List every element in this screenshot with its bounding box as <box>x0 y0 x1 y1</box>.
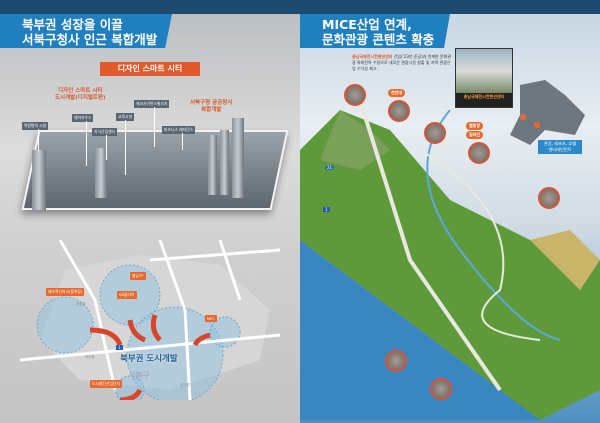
map-title: 북부권 도시개발 <box>120 354 178 364</box>
map-tag: 도시첨단산업단지 <box>90 380 122 388</box>
text: 복합개발 <box>201 107 222 113</box>
text: 엔터테인먼트 <box>548 147 572 152</box>
location-dot <box>534 122 540 128</box>
place-label: 성거읍 <box>180 383 190 387</box>
city-model-image <box>21 130 289 210</box>
top-band <box>0 0 300 14</box>
attraction-photo <box>430 378 452 400</box>
left-title: 북부권 성장을 이끌 서북구청사 인근 복합개발 <box>0 14 172 48</box>
facility-tag: 복합편의 시설 <box>22 122 49 130</box>
place-label: 직산읍 <box>85 355 95 359</box>
highlight-office: 서북구청 공공청사 복합개발 <box>190 100 232 114</box>
text: 디자인 스마트 시티 <box>58 88 103 94</box>
desc-text: 건립('23년 준공)과 연계한 문화관광 특화전략 수립으로 새로운 관광시장… <box>352 54 452 71</box>
map-tag: 충남TP <box>130 272 146 280</box>
title-line: 북부권 성장을 이끌 <box>22 17 123 32</box>
convention-center-photo: 충남국제전시컨벤션센터 <box>455 48 513 108</box>
regional-map <box>20 240 280 400</box>
attraction-photo <box>424 122 446 144</box>
region-label: 관광, 레포츠, 호텔 엔터테인먼트 <box>538 140 582 154</box>
button-cheonan: 천안대 <box>388 89 406 97</box>
zone-circle <box>126 306 224 400</box>
roads <box>20 240 280 400</box>
right-panel: MICE산업 연계, 문화관광 콘텐츠 확충 충남국제전시컨벤션센터 건립('2… <box>300 0 600 423</box>
attraction-photo <box>385 350 407 372</box>
description: 충남국제전시컨벤션센터 건립('23년 준공)과 연계한 문화관광 특화전략 수… <box>352 54 452 72</box>
tag-stem <box>182 133 183 150</box>
desc-highlight: 충남국제전시컨벤션센터 <box>352 54 393 59</box>
facility-tag: 에코사이언스빌리지 <box>134 100 170 108</box>
region-shape <box>510 80 585 145</box>
tag-stem <box>86 121 87 166</box>
photo-image <box>456 49 512 93</box>
building <box>232 118 244 198</box>
facility-tag: 교육시설 <box>116 113 134 121</box>
map-tag: NFC <box>205 315 217 322</box>
attraction-photo <box>344 84 366 106</box>
building <box>95 148 107 198</box>
attraction-photo <box>538 187 560 209</box>
facility-tag: 쉐어하우스 <box>72 114 94 122</box>
ribbon-banner: 디자인 스마트 시티 <box>100 62 200 76</box>
road-number: 21 <box>325 165 335 170</box>
top-band <box>300 0 600 14</box>
sea <box>300 240 540 420</box>
tag-stem <box>125 120 126 175</box>
text: 도시개발(디지털트윈) <box>55 95 106 101</box>
mountain <box>530 230 600 290</box>
attraction-photo <box>388 100 410 122</box>
button-zipline: 짚라인 <box>466 131 484 139</box>
zone-circle <box>36 296 94 354</box>
arrows <box>89 314 211 400</box>
building <box>220 130 229 195</box>
building <box>32 150 46 210</box>
tag-stem <box>106 135 107 160</box>
river <box>426 109 561 341</box>
tag-stem <box>154 107 155 147</box>
map-tag: 제조혁신파크(풍축장) <box>46 288 85 296</box>
text: 관광, 레포츠, 호텔 <box>543 141 577 146</box>
tag-stem <box>38 129 39 151</box>
highway-shield: 1 <box>116 345 123 350</box>
locator-map <box>510 80 585 145</box>
title-line: 문화관광 콘텐츠 확충 <box>322 32 435 47</box>
location-dot <box>520 114 526 120</box>
place-label: 성환읍 <box>76 302 86 306</box>
facility-tag: 지식산업센터 <box>92 128 117 136</box>
highlight-smart-city: 디자인 스마트 시티 도시개발(디지털트윈) <box>55 88 106 102</box>
photo-caption: 충남국제전시컨벤션센터 <box>463 94 505 99</box>
button-camping: 캠핑장 <box>466 122 484 130</box>
road <box>419 149 541 341</box>
building <box>208 135 217 195</box>
title-line: MICE산업 연계, <box>322 17 412 32</box>
land <box>300 110 600 420</box>
map-tag: SB플라자 <box>117 291 137 299</box>
right-title: MICE산업 연계, 문화관광 콘텐츠 확충 <box>300 14 450 48</box>
title-line: 서북구청사 인근 복합개발 <box>22 32 158 47</box>
left-panel: 북부권 성장을 이끌 서북구청사 인근 복합개발 디자인 스마트 시티 디자인 … <box>0 0 300 423</box>
terrain-map <box>300 99 600 420</box>
facility-tag: 비즈니스 레지던스 <box>162 126 196 134</box>
text: 서북구청 공공청사 <box>190 100 233 106</box>
attraction-photo <box>468 142 490 164</box>
district-label: 서북구 <box>128 371 151 380</box>
highway-shield: 1 <box>323 207 330 212</box>
road <box>358 99 502 392</box>
mountain <box>320 110 390 170</box>
